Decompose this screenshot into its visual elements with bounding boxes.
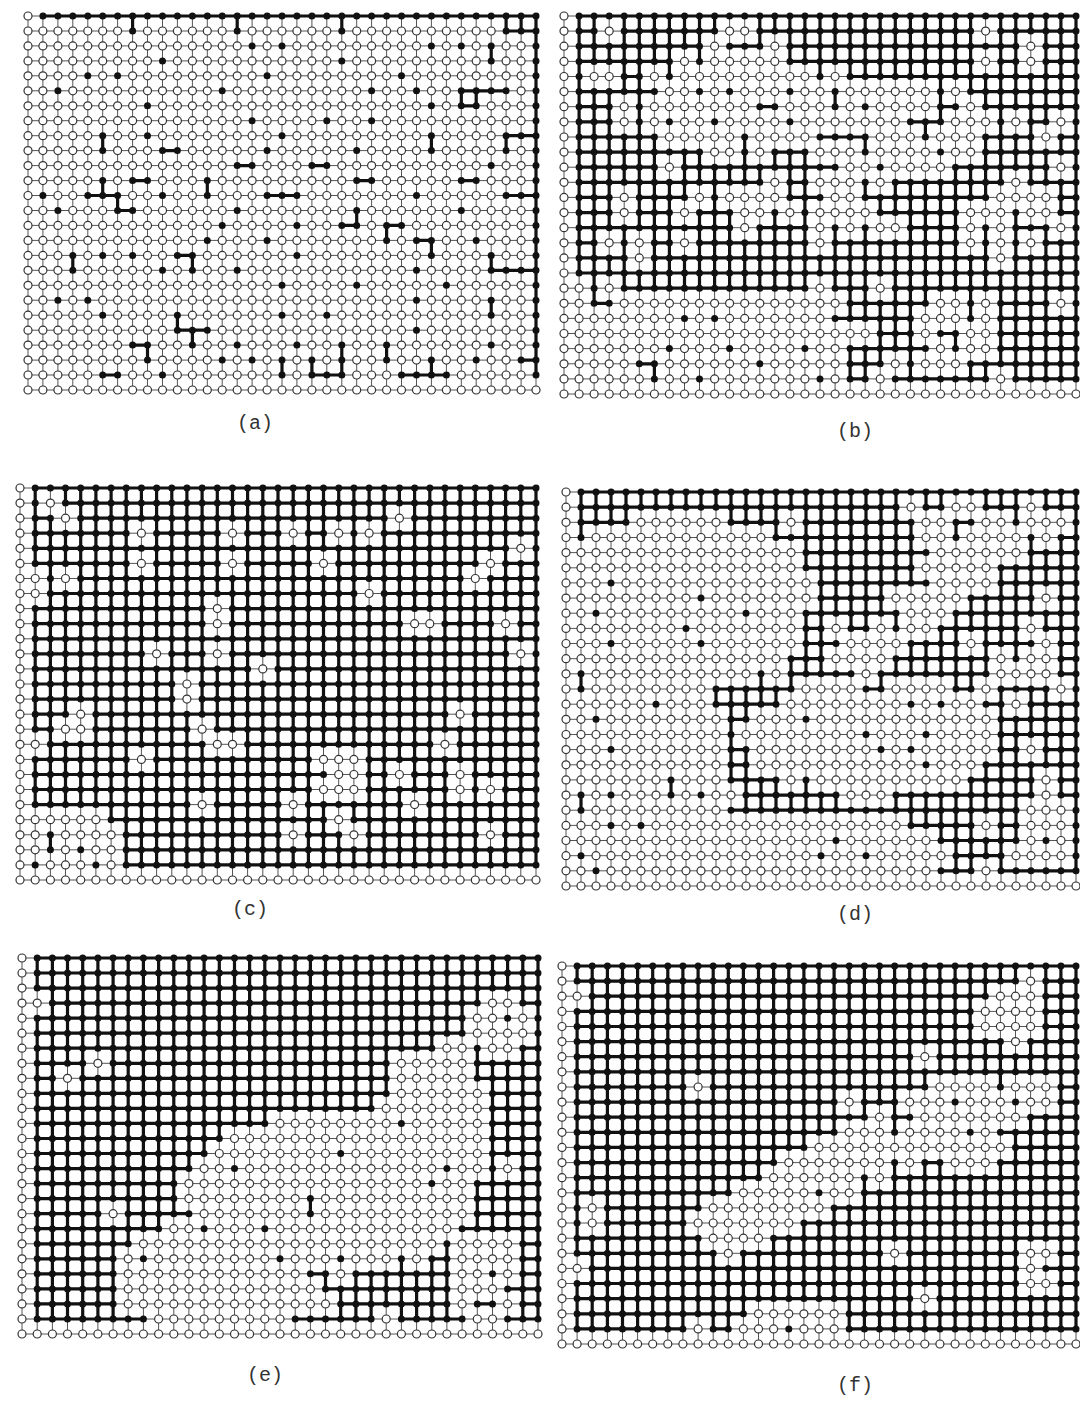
panel-label: (c): [232, 898, 268, 922]
spin-up-site: [562, 488, 1080, 890]
aligned-bond: [35, 488, 536, 865]
panel-label: (d): [837, 903, 873, 927]
spin-up-site: [16, 484, 540, 884]
panel-label: (f): [837, 1374, 873, 1398]
spin-down-site: [578, 488, 1080, 874]
panel-label: (a): [237, 412, 273, 436]
panel-label: (b): [837, 420, 873, 444]
spin-up-site: [24, 12, 540, 394]
spin-down-site: [32, 485, 540, 869]
panel-label: (e): [247, 1364, 283, 1388]
spin-up-site: [18, 954, 542, 1338]
spin-up-site: [558, 962, 1080, 1348]
spin-up-site: [560, 12, 1080, 398]
